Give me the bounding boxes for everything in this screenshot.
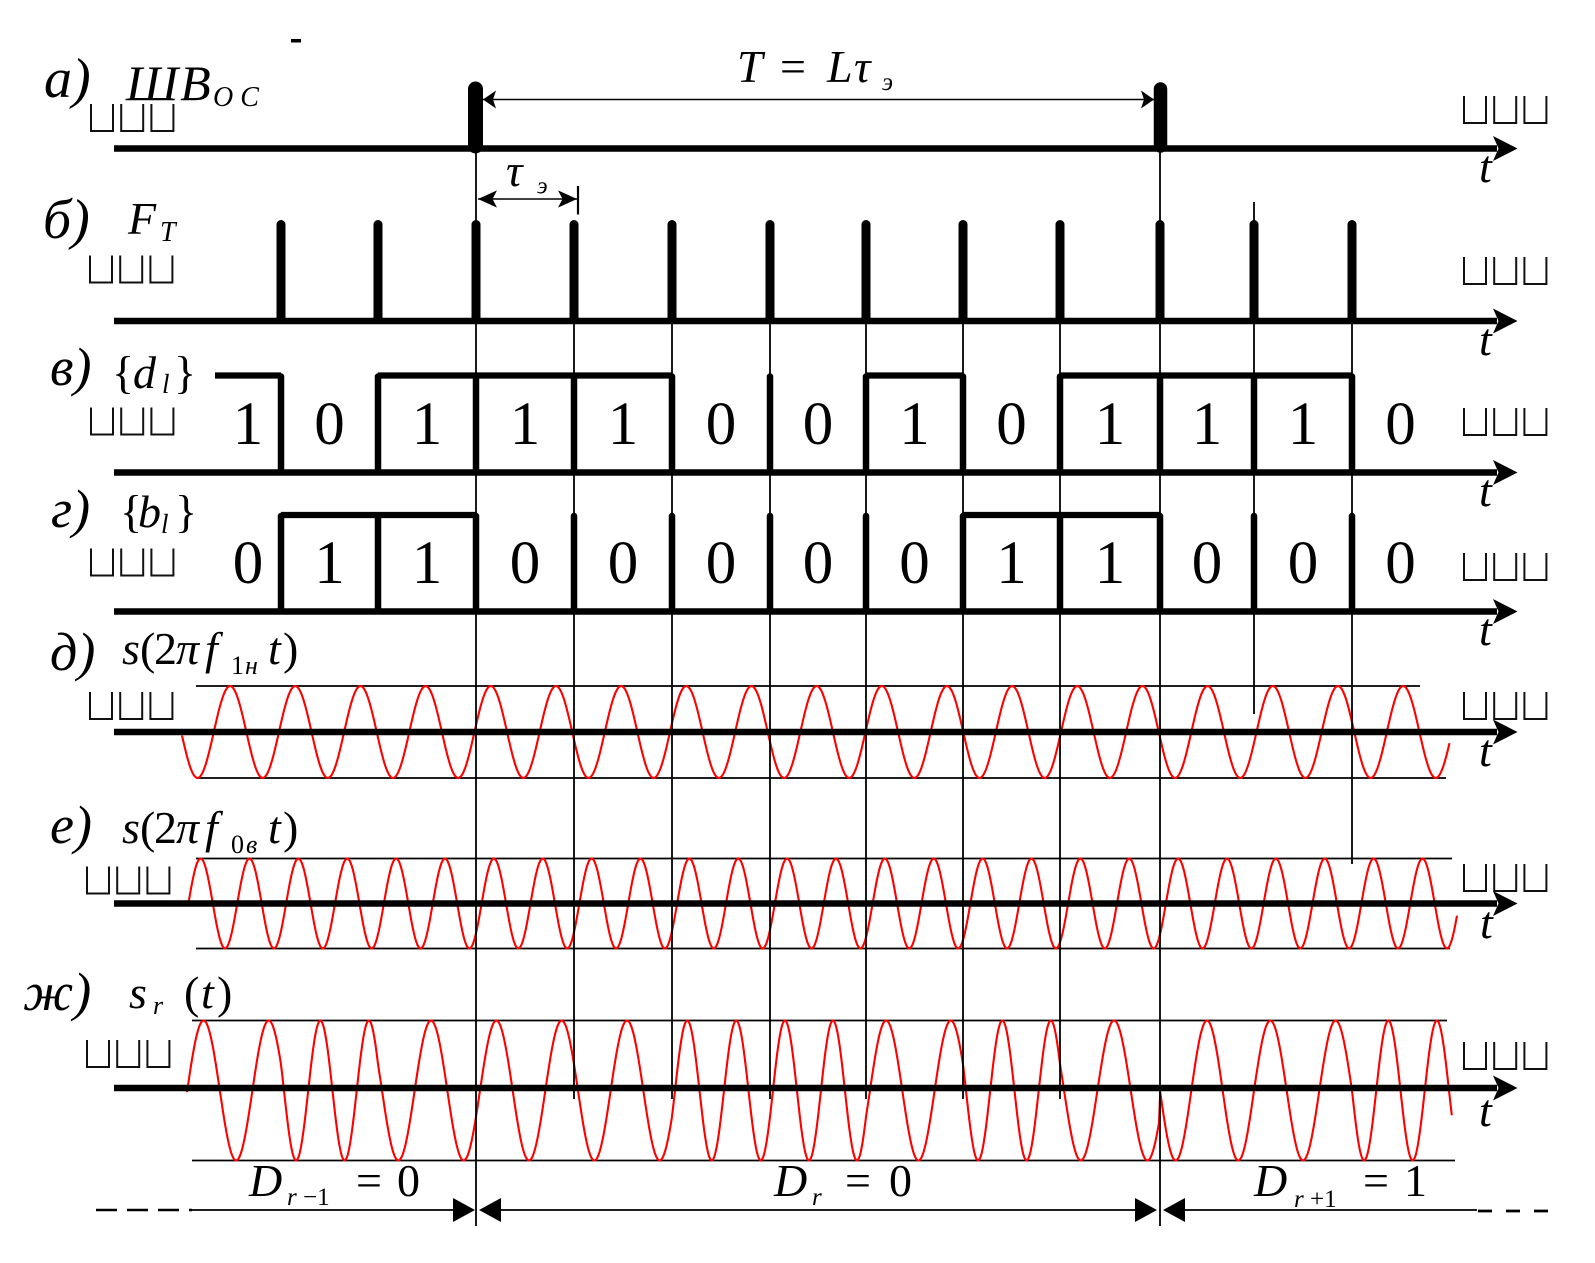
svg-text:r: r (812, 1184, 822, 1211)
svg-text:0: 0 (1385, 391, 1416, 458)
svg-text:D: D (1253, 1155, 1287, 1206)
svg-text:l: l (161, 509, 169, 539)
svg-text:d: d (133, 347, 157, 398)
svg-text:0: 0 (706, 530, 737, 597)
svg-text:D: D (773, 1155, 807, 1206)
svg-text:}: } (174, 347, 196, 398)
svg-text:ж): ж) (23, 962, 91, 1022)
svg-text:(: ( (140, 802, 155, 853)
svg-text:0: 0 (706, 391, 737, 458)
svg-text:1: 1 (412, 391, 443, 458)
svg-text:l: l (162, 369, 170, 399)
svg-text:t: t (1479, 604, 1493, 655)
svg-text:=: = (356, 1155, 382, 1206)
svg-text:F: F (127, 193, 157, 244)
svg-text:): ) (283, 623, 298, 674)
svg-text:2: 2 (154, 623, 177, 674)
svg-text:е): е) (50, 795, 92, 855)
svg-text:t: t (201, 967, 215, 1018)
svg-text:=: = (845, 1155, 871, 1206)
svg-text:в: в (246, 830, 257, 859)
svg-text:t: t (1479, 725, 1493, 776)
svg-text:1: 1 (314, 530, 345, 597)
svg-text:1: 1 (1095, 530, 1126, 597)
svg-text:L: L (826, 41, 853, 92)
svg-text:0: 0 (608, 530, 639, 597)
svg-text:ШВ: ШВ (125, 55, 213, 111)
svg-text:r: r (287, 1184, 297, 1211)
svg-text:0: 0 (397, 1155, 420, 1206)
svg-text:н: н (245, 651, 258, 680)
svg-text:}: } (175, 486, 197, 537)
svg-text:1: 1 (1288, 391, 1319, 458)
svg-text:T: T (737, 41, 766, 92)
svg-text:э: э (537, 174, 548, 200)
svg-text:): ) (283, 802, 298, 853)
svg-text:τ: τ (854, 41, 872, 92)
svg-text:t: t (1479, 1085, 1493, 1136)
svg-text:1: 1 (1095, 391, 1126, 458)
svg-text:0: 0 (510, 530, 541, 597)
svg-text:0: 0 (231, 830, 244, 859)
svg-text:0: 0 (314, 391, 345, 458)
svg-text:t: t (268, 802, 282, 853)
svg-text:t: t (1479, 314, 1493, 365)
svg-text:э: э (882, 69, 893, 96)
svg-text:+1: +1 (1310, 1186, 1337, 1213)
svg-text:t: t (1479, 465, 1493, 516)
svg-text:0: 0 (1288, 530, 1319, 597)
svg-text:0: 0 (1385, 530, 1416, 597)
svg-text:0: 0 (1192, 530, 1223, 597)
svg-text:1: 1 (1404, 1155, 1427, 1206)
svg-text:T: T (160, 217, 178, 248)
svg-text:t: t (1479, 141, 1493, 192)
svg-text:в): в) (50, 337, 91, 397)
svg-text:0: 0 (889, 1155, 912, 1206)
svg-text:): ) (217, 967, 232, 1018)
svg-text:б): б) (43, 189, 90, 251)
svg-text:D: D (248, 1155, 282, 1206)
svg-text:s: s (122, 623, 140, 674)
svg-text:1: 1 (231, 651, 244, 680)
svg-text:0: 0 (996, 391, 1027, 458)
svg-text:{: { (120, 486, 142, 537)
svg-text:π: π (176, 623, 201, 674)
svg-text:s: s (129, 967, 147, 1018)
svg-text:1: 1 (233, 391, 264, 458)
svg-text:t: t (1480, 897, 1494, 948)
svg-text:−1: −1 (303, 1184, 330, 1211)
svg-text:0: 0 (803, 530, 834, 597)
svg-text:д): д) (50, 622, 95, 682)
svg-text:b: b (138, 486, 161, 537)
svg-text:ОС: ОС (213, 82, 266, 113)
svg-text:π: π (176, 802, 201, 853)
svg-text:1: 1 (899, 391, 930, 458)
svg-text:t: t (268, 623, 282, 674)
svg-text:1: 1 (608, 391, 639, 458)
svg-text:г): г) (51, 479, 90, 539)
svg-text:(: ( (184, 967, 199, 1018)
svg-text:r: r (153, 991, 164, 1020)
svg-text:s: s (122, 802, 140, 853)
svg-text:{: { (112, 347, 134, 398)
svg-text:2: 2 (154, 802, 177, 853)
svg-text:(: ( (140, 623, 155, 674)
svg-text:1: 1 (510, 391, 541, 458)
svg-text:0: 0 (899, 530, 930, 597)
svg-text:=: = (780, 41, 806, 92)
svg-text:1: 1 (996, 530, 1027, 597)
svg-text:=: = (1363, 1155, 1389, 1206)
svg-text:1: 1 (412, 530, 443, 597)
svg-text:а): а) (44, 48, 91, 110)
svg-text:1: 1 (1192, 391, 1223, 458)
svg-text:0: 0 (233, 530, 264, 597)
svg-text:0: 0 (803, 391, 834, 458)
svg-text:r: r (1294, 1186, 1304, 1213)
svg-text:τ: τ (506, 145, 524, 196)
